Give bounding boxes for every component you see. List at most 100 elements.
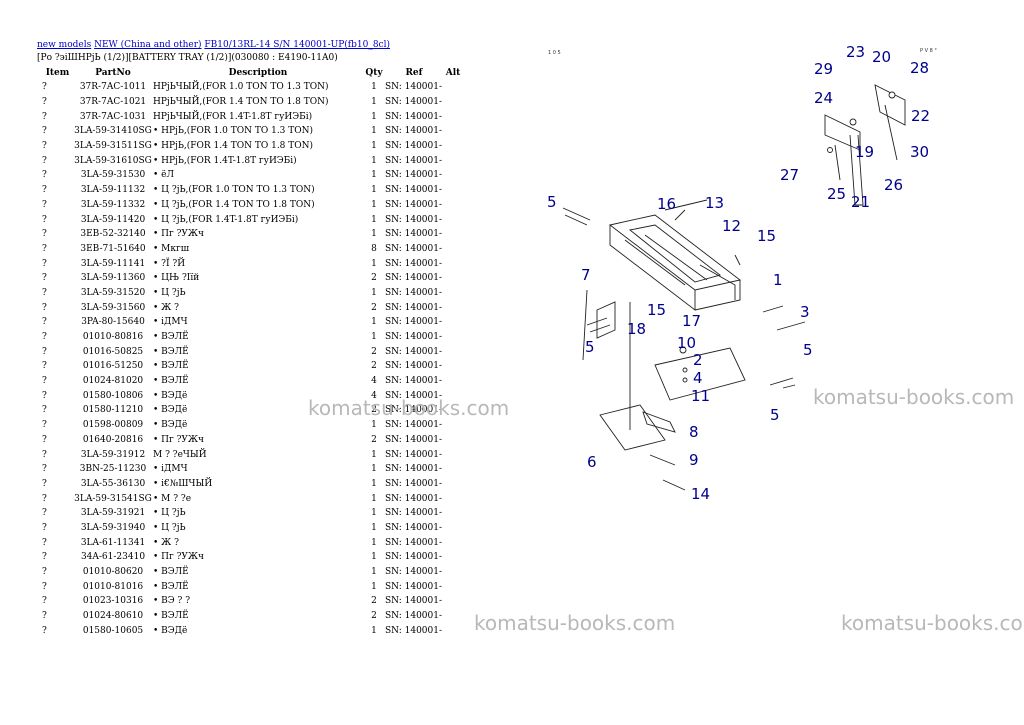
row-alt: [443, 359, 463, 374]
row-alt: [443, 491, 463, 506]
callout-25: 25: [827, 185, 846, 203]
row-qty: 1: [371, 170, 377, 181]
row-ref: SN: 140001-: [385, 581, 443, 592]
column-header-alt: Alt: [445, 68, 461, 78]
row-alt: [443, 477, 463, 492]
callout-12: 12: [722, 217, 741, 235]
row-description: • Мкгш: [153, 243, 190, 254]
row-description: • ?Ї ?Й: [153, 258, 186, 269]
breadcrumb-link-new-models[interactable]: new models: [37, 40, 92, 50]
row-partno: 01016-50825: [82, 346, 144, 357]
row-ref: SN: 140001-: [385, 567, 443, 578]
row-ref: SN: 140001-: [385, 522, 443, 533]
row-qty: 1: [371, 199, 377, 210]
row-partno: 01024-80610: [82, 611, 144, 622]
lower-link-assembly: [599, 346, 746, 491]
row-qty: 2: [371, 361, 377, 372]
row-description: • ВЭДё: [153, 625, 188, 636]
callout-8: 8: [689, 423, 699, 441]
row-alt: [443, 286, 463, 301]
row-partno: 37R-7AC-1021: [79, 97, 147, 108]
row-ref: SN: 140001-: [385, 317, 443, 328]
row-partno: 01023-10316: [82, 596, 144, 607]
row-alt: [443, 609, 463, 624]
row-ref: SN: 140001-: [385, 155, 443, 166]
row-description: • ВЭЛЁ: [153, 581, 189, 592]
row-partno: 3LA-59-11360: [80, 273, 146, 284]
row-item: ?: [42, 449, 47, 460]
row-item: ?: [42, 508, 47, 519]
row-item: ?: [42, 493, 47, 504]
row-partno: 01010-81016: [82, 581, 144, 592]
row-qty: 1: [371, 332, 377, 343]
row-partno: 3LA-59-11332: [80, 199, 146, 210]
table-row: ?3LA-59-11332• Ц ?jЬ,(FOR 1.4 TON TO 1.8…: [34, 198, 463, 213]
row-alt: [443, 227, 463, 242]
row-alt: [443, 594, 463, 609]
column-header-description: Description: [228, 68, 288, 78]
row-partno: 3LA-59-11132: [80, 185, 146, 196]
callout-7: 7: [581, 266, 591, 284]
row-description: • Ц ?jЬ,(FOR 1.4T-1.8T гуИЭБі): [153, 214, 299, 225]
row-item: ?: [42, 611, 47, 622]
row-qty: 1: [371, 493, 377, 504]
row-description: • ВЭЛЁ: [153, 611, 189, 622]
row-alt: [443, 168, 463, 183]
row-qty: 1: [371, 155, 377, 166]
row-description: • ёЛ: [153, 170, 175, 181]
row-alt: [443, 300, 463, 315]
row-alt: [443, 623, 463, 638]
breadcrumb-link-region[interactable]: NEW (China and other): [94, 40, 202, 50]
row-alt: [443, 198, 463, 213]
row-item: ?: [42, 287, 47, 298]
callout-17: 17: [682, 312, 701, 330]
row-item: ?: [42, 170, 47, 181]
callout-24: 24: [814, 89, 833, 107]
row-description: • ВЭЛЁ: [153, 332, 189, 343]
row-partno: 01640-20816: [82, 434, 144, 445]
row-alt: [443, 506, 463, 521]
row-alt: [443, 565, 463, 580]
row-ref: SN: 140001-: [385, 464, 443, 475]
row-partno: 3EB-71-51640: [80, 243, 146, 254]
row-partno: 3LA-59-31530: [80, 170, 146, 181]
table-row: ?3LA-59-31410SG• НРjЬ,(FOR 1.0 TON TO 1.…: [34, 124, 463, 139]
row-qty: 2: [371, 405, 377, 416]
row-qty: 1: [371, 567, 377, 578]
callout-5: 5: [585, 338, 595, 356]
row-item: ?: [42, 273, 47, 284]
callout-3: 3: [800, 303, 810, 321]
row-qty: 2: [371, 434, 377, 445]
row-item: ?: [42, 185, 47, 196]
row-qty: 8: [371, 243, 377, 254]
callout-19: 19: [855, 143, 874, 161]
row-alt: [443, 418, 463, 433]
row-ref: SN: 140001-: [385, 170, 443, 181]
callout-23: 23: [846, 43, 865, 61]
row-description: • і€№ШЧЫЙ: [153, 478, 213, 489]
row-item: ?: [42, 464, 47, 475]
row-partno: 3LA-61-11341: [80, 537, 146, 548]
row-ref: SN: 140001-: [385, 332, 443, 343]
row-partno: 01580-10605: [82, 625, 144, 636]
row-ref: SN: 140001-: [385, 199, 443, 210]
watermark: komatsu-books.com: [308, 396, 510, 420]
column-header-ref: Ref: [405, 68, 423, 78]
row-alt: [443, 80, 463, 95]
table-row: ?3LA-59-31511SG• НРjЬ,(FOR 1.4 TON TO 1.…: [34, 139, 463, 154]
breadcrumb-link-model[interactable]: FB10/13RL-14 S/N 140001-UP(fb10_8cl): [204, 40, 390, 50]
row-alt: [443, 374, 463, 389]
row-qty: 1: [371, 537, 377, 548]
callout-10: 10: [677, 334, 696, 352]
row-ref: SN: 140001-: [385, 420, 443, 431]
row-description: • Ц ?jЬ: [153, 522, 186, 533]
row-partno: 3LA-59-31541SG: [74, 493, 152, 504]
